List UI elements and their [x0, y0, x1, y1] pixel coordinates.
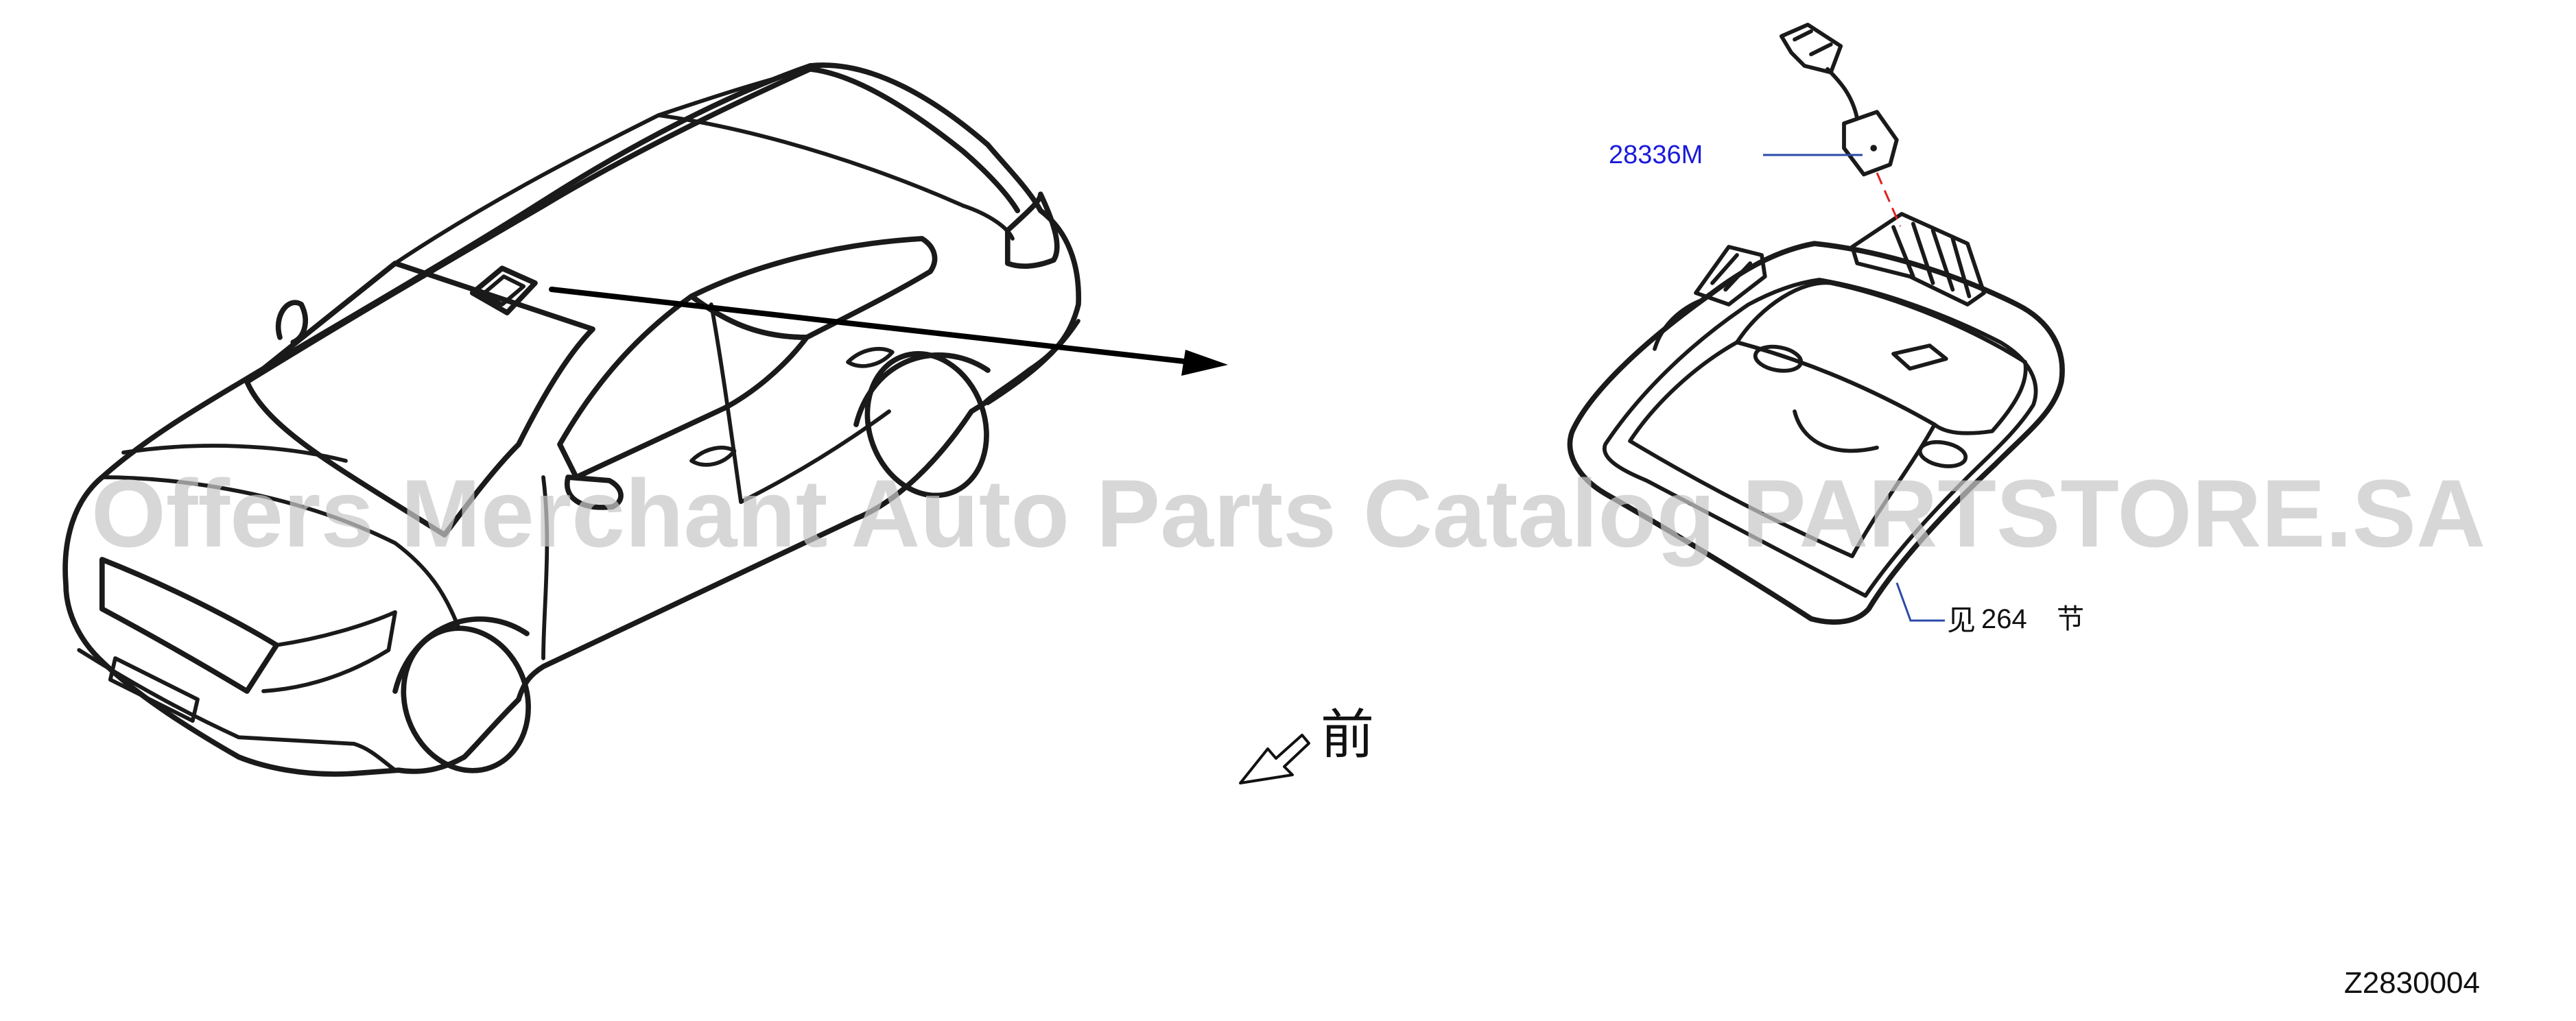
car-license-plate: [108, 656, 200, 723]
console-center-button: [1891, 344, 1948, 371]
car-console-marker-detail: [480, 274, 526, 307]
car-front-wheel-arch: [392, 616, 530, 694]
car-door-handle-rear: [846, 346, 895, 368]
watermark-text: Offers Merchant Auto Parts Catalog PARTS…: [91, 459, 2485, 567]
console-lamp-right: [1917, 440, 1968, 468]
console-lens-frame: [1628, 340, 1937, 559]
car-side-mirror: [564, 475, 624, 510]
harness-module-hole: [1870, 145, 1877, 152]
car-headlight: [261, 610, 397, 693]
car-front-wheel: [401, 625, 531, 773]
car-door-handle-front: [689, 445, 737, 467]
part-28336M: [1779, 23, 1899, 177]
car-door-pillar: [709, 302, 743, 504]
harness-connector-detail: [1793, 29, 1833, 57]
car-trunk-line: [961, 204, 1015, 241]
car-front-bumper: [77, 648, 397, 773]
console-lamp-left: [1753, 344, 1804, 373]
car-rear-wheel-arch: [853, 352, 991, 428]
harness-module: [1842, 110, 1899, 177]
section-ref-number[interactable]: 264: [1981, 604, 2027, 634]
car-windshield: [244, 261, 595, 538]
car-roof-seam-2: [657, 67, 812, 117]
car-rear-bumper: [986, 319, 1080, 405]
part-number-label[interactable]: 28336M: [1609, 141, 1703, 169]
section-leader-line: [1895, 582, 1945, 622]
front-arrow-icon: [1239, 734, 1310, 784]
overhead-console-detail: [1567, 212, 2065, 625]
car-door-line: [541, 475, 550, 660]
car-taillight: [1004, 191, 1060, 269]
section-ref-prefix: 见: [1947, 604, 1976, 636]
car-rear-wheel: [864, 351, 989, 499]
car-console-marker: [469, 265, 538, 315]
car-hood-line-2: [121, 444, 348, 463]
car-rear-window: [689, 236, 938, 340]
console-sensor-dome: [1793, 409, 1879, 453]
fitment-dashed-line: [1876, 172, 1902, 227]
console-connector-left-detail: [1710, 253, 1753, 292]
car-hood-line: [99, 475, 460, 627]
car-side-window: [557, 293, 810, 480]
harness-wire: [1825, 67, 1860, 121]
console-side-clip: [1653, 297, 1706, 351]
console-switch-pocket: [1735, 280, 2028, 435]
car-antenna: [275, 300, 308, 346]
sedan-illustration: [62, 62, 1082, 777]
console-connector-left: [1694, 245, 1767, 307]
console-bracket-ribs: [1891, 221, 1972, 298]
console-housing-inner: [1602, 278, 2038, 598]
front-direction-indicator: 前: [1239, 704, 1374, 784]
drawing-code: Z2830004: [2344, 966, 2480, 1000]
front-label: 前: [1321, 704, 1374, 765]
console-bracket: [1850, 212, 1986, 307]
pointer-arrow: [549, 287, 1228, 376]
section-ref-suffix: 节: [2057, 604, 2084, 634]
car-grille: [99, 557, 280, 694]
car-roof: [244, 66, 1021, 385]
